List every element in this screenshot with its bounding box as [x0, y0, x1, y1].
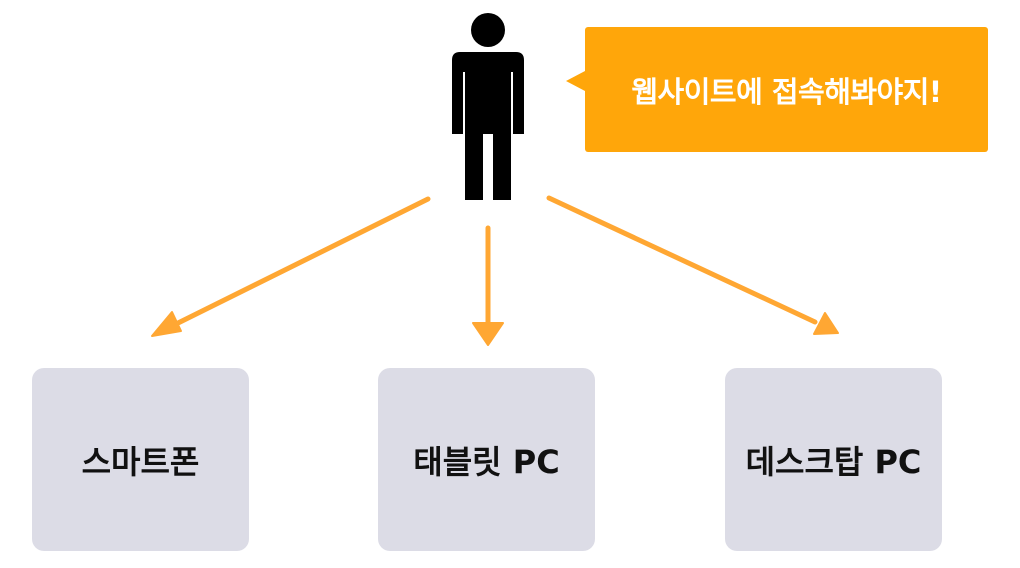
device-box-smartphone: 스마트폰 [32, 368, 249, 551]
arrowhead-desktop [813, 312, 839, 335]
arrow-to-desktop [546, 195, 818, 325]
device-box-desktop: 데스크탑 PC [725, 368, 942, 551]
device-box-tablet: 태블릿 PC [378, 368, 595, 551]
arrow-to-smartphone [167, 196, 431, 330]
device-label-desktop: 데스크탑 PC [745, 442, 922, 481]
arrowhead-smartphone [151, 311, 182, 337]
device-label-smartphone: 스마트폰 [81, 442, 200, 481]
device-label-tablet: 태블릿 PC [413, 442, 560, 481]
speech-bubble: 웹사이트에 접속해봐야지! [566, 27, 988, 152]
person-icon [452, 13, 524, 200]
speech-bubble-text: 웹사이트에 접속해봐야지! [631, 74, 942, 109]
arrowhead-tablet [472, 322, 504, 346]
